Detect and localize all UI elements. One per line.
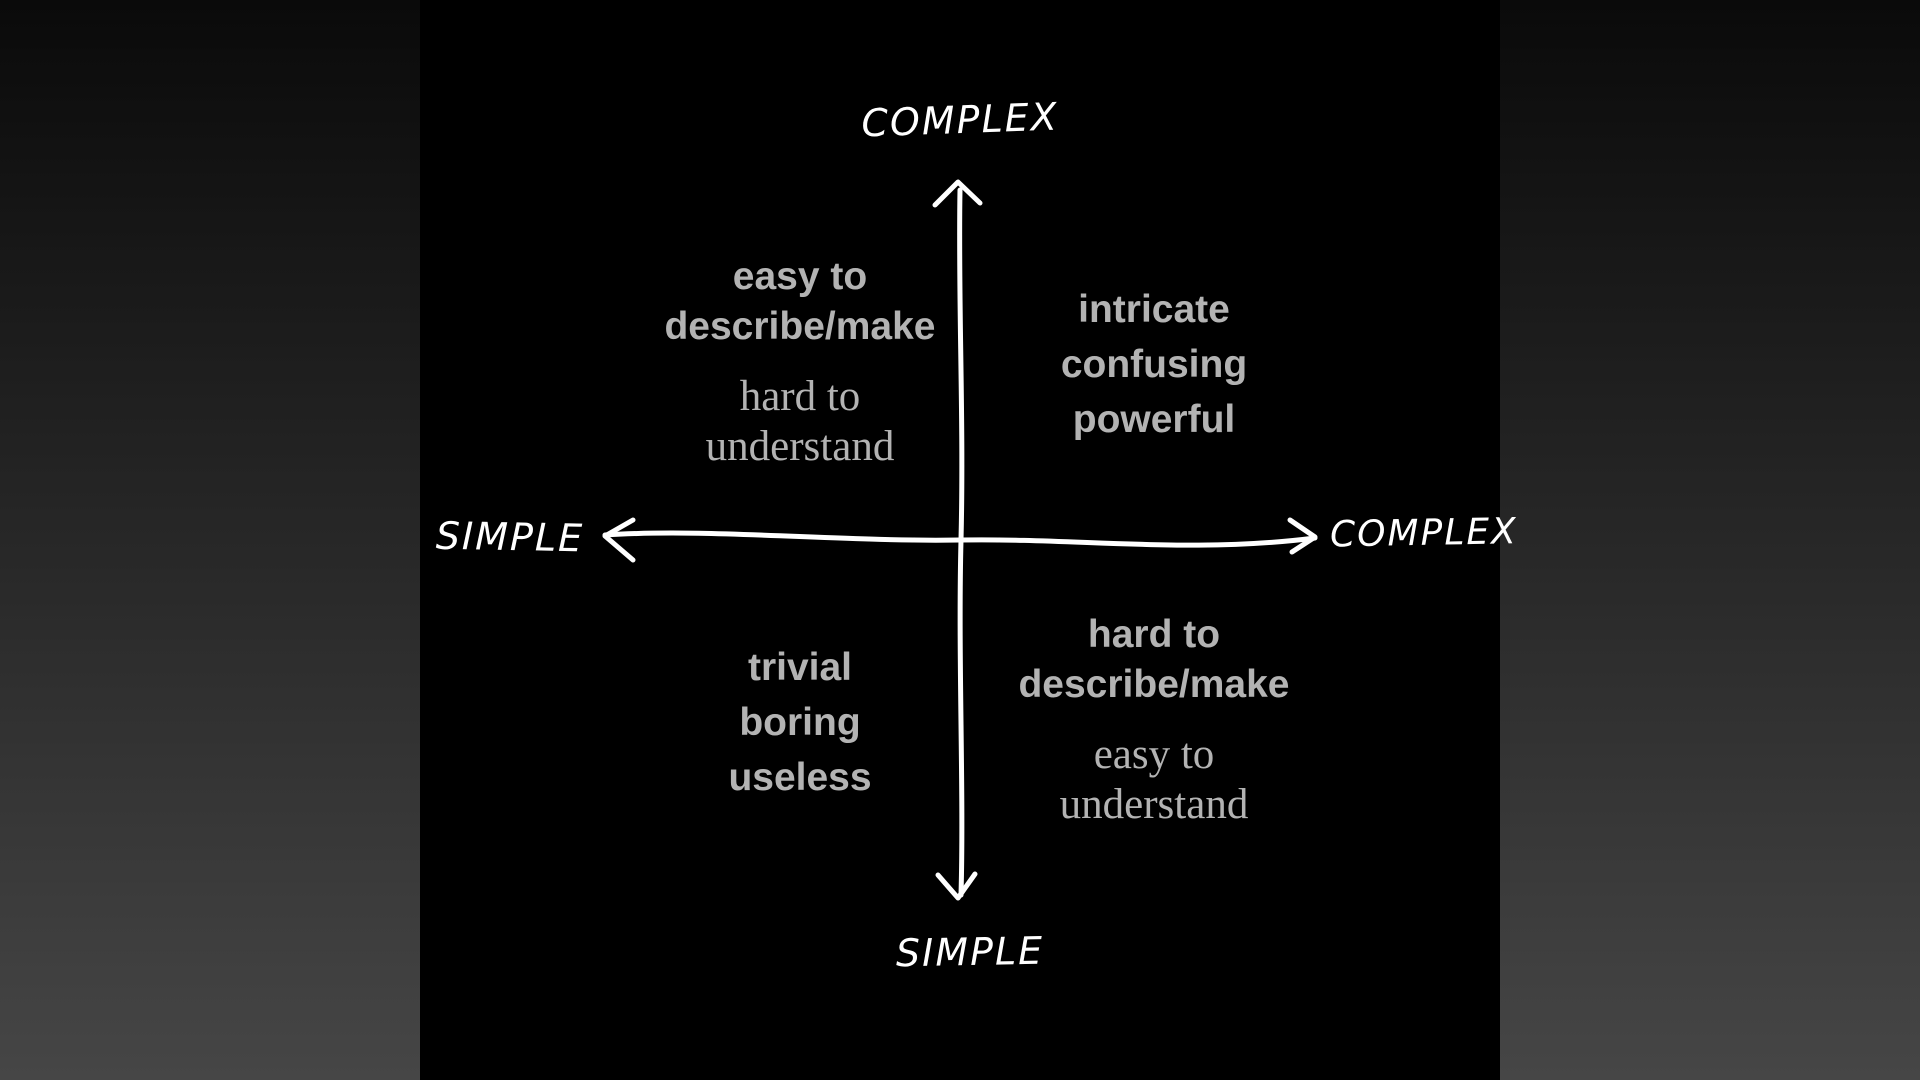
quadrant-top-left-primary: easy to describe/make — [600, 252, 1000, 352]
quadrant-text-line: understand — [705, 423, 895, 470]
quadrant-text-line: powerful — [1072, 398, 1236, 441]
quadrant-text-line: confusing — [1060, 343, 1248, 386]
quadrant-bottom-right-primary: hard to describe/make — [954, 610, 1354, 710]
axes-drawing — [602, 179, 1318, 901]
axis-label-bottom: SIMPLE — [895, 928, 1045, 976]
horizontal-axis-line — [602, 530, 1318, 548]
diagram-panel: COMPLEX SIMPLE SIMPLE COMPLEX easy to de… — [420, 0, 1519, 1080]
quadrant-text-line: trivial — [747, 646, 853, 689]
quadrant-text-line: describe/make — [664, 305, 936, 348]
up-arrowhead — [932, 179, 983, 208]
axis-label-left: SIMPLE — [435, 513, 585, 561]
quadrant-top-left-secondary: hard to understand — [600, 372, 1000, 472]
axis-label-top: COMPLEX — [860, 94, 1060, 146]
right-arrowhead — [1287, 517, 1318, 555]
quadrant-text-line: intricate — [1078, 288, 1230, 331]
quadrant-text-line: easy to — [1093, 731, 1215, 778]
quadrant-text-line: boring — [739, 701, 861, 744]
axis-label-right: COMPLEX — [1329, 511, 1519, 556]
quadrant-top-right: intricate confusing powerful — [954, 282, 1354, 447]
quadrant-bottom-left: trivial boring useless — [600, 640, 1000, 805]
quadrant-text-line: understand — [1059, 781, 1249, 828]
down-arrowhead — [935, 871, 978, 901]
quadrant-bottom-right-secondary: easy to understand — [954, 730, 1354, 830]
left-arrowhead — [602, 517, 636, 563]
quadrant-text-line: easy to — [732, 255, 868, 298]
quadrant-text-line: useless — [728, 756, 872, 799]
quadrant-text-line: hard to — [739, 373, 861, 420]
quadrant-text-line: hard to — [1087, 613, 1221, 656]
quadrant-text-line: describe/make — [1018, 663, 1290, 706]
